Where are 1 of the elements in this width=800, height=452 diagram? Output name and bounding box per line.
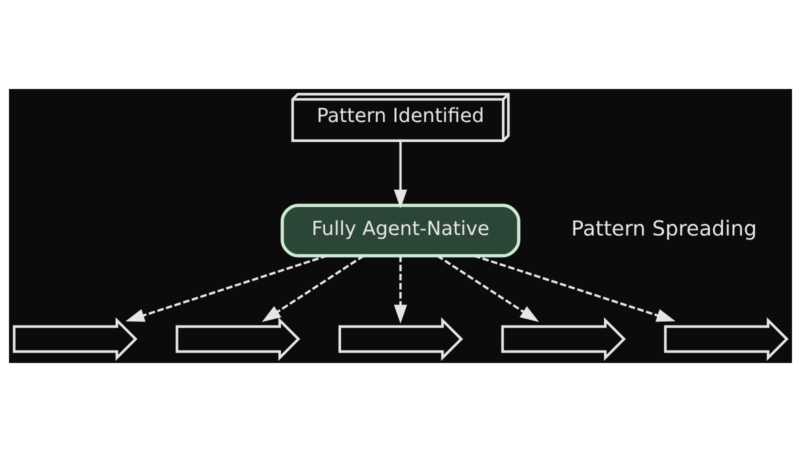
label: Pattern Spreading bbox=[570, 216, 756, 240]
